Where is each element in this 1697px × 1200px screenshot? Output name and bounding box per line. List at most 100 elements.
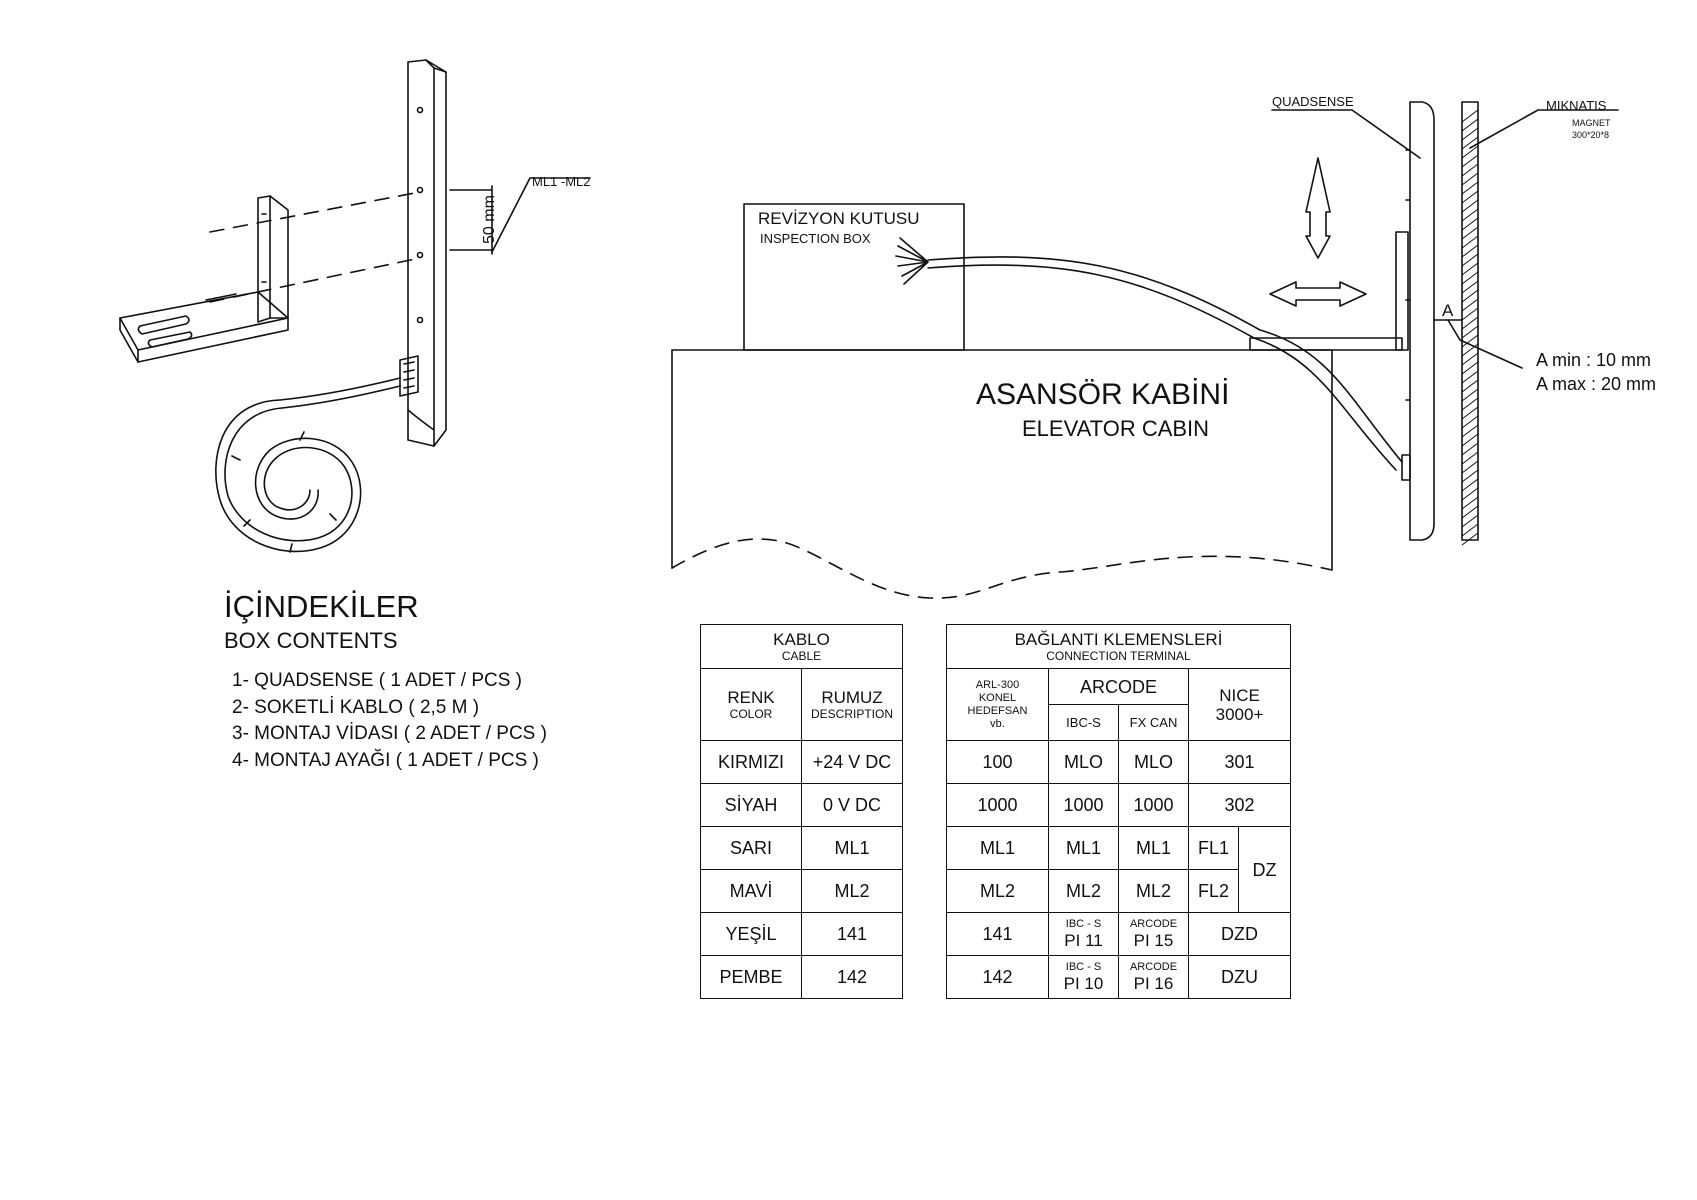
cable-table-header: KABLO CABLE [699,624,904,669]
table-cell: +24 V DC [800,740,904,784]
table-cell: DZU [1187,955,1292,999]
controller-group-header: ARL-300 KONEL HEDEFSAN vb. [946,668,1049,741]
table-cell: 0 V DC [800,783,904,827]
cell-value: PI 10 [1063,974,1104,993]
description-header: RUMUZ DESCRIPTION [800,668,904,741]
arcode-header: ARCODE [1048,668,1189,705]
table-cell: ARCODE PI 15 [1118,912,1189,956]
table-cell: 301 [1187,740,1292,784]
list-item: 3- MONTAJ VİDASI ( 2 ADET / PCS ) [232,723,547,744]
box-contents-title: İÇİNDEKİLER [224,589,419,624]
table-row: ML1 ML1 ML1 FL1 DZ [946,826,1292,913]
table-row: 141 IBC - S PI 11 ARCODE PI 15 DZD [946,912,1292,956]
gap-marker: A [1442,301,1454,320]
table-cell: PEMBE [700,955,802,999]
magnet-hatching [1461,109,1479,546]
table-row: 1000 1000 1000 302 [946,783,1292,827]
cable-table-subtitle: CABLE [781,649,822,663]
table-cell: 1000 [946,783,1049,827]
table-cell: ML1 [946,826,1049,870]
table-cell: FL2 [1188,869,1239,913]
table-cell: 1000 [1048,783,1119,827]
description-header-label: RUMUZ [821,688,883,707]
dimension-50mm-label: 50 mm [481,195,498,244]
box-contents-list: 1- QUADSENSE ( 1 ADET / PCS ) 2- SOKETLİ… [232,668,547,774]
cell-value: PI 16 [1133,974,1174,993]
table-cell: 142 [946,955,1049,999]
cell-value: PI 11 [1064,931,1103,950]
table-row: ML2 ML2 ML2 FL2 [946,869,1291,913]
ibcs-header: IBC-S [1048,704,1119,741]
cell-value: PI 15 [1133,931,1174,950]
table-cell: MLO [1048,740,1119,784]
magnet-label: MIKNATIS [1546,98,1607,113]
cable-table-title: KABLO [773,630,830,649]
table-cell: 141 [800,912,904,956]
table-cell: YEŞİL [700,912,802,956]
cabin-title: ASANSÖR KABİNİ [976,378,1229,411]
table-row: BAĞLANTI KLEMENSLERİ CONNECTION TERMINAL [945,624,1292,669]
controller-name: vb. [990,717,1005,730]
table-cell: MLO [1118,740,1189,784]
table-cell: FL1 [1188,826,1239,870]
magnet-size-label: 300*20*8 [1572,130,1609,140]
box-contents-subtitle: BOX CONTENTS [224,628,398,653]
table-cell: SİYAH [700,783,802,827]
cabin-subtitle: ELEVATOR CABIN [1022,416,1209,441]
table-cell: ML1 [800,826,904,870]
list-item: 2- SOKETLİ KABLO ( 2,5 M ) [232,696,480,718]
table-cell: IBC - S PI 11 [1048,912,1119,956]
description-header-sub: DESCRIPTION [811,707,894,721]
table-cell: ML1 [1048,826,1119,870]
inspection-box-title: REVİZYON KUTUSU [758,209,920,228]
terminal-table: BAĞLANTI KLEMENSLERİ CONNECTION TERMINAL… [945,624,1292,999]
table-cell: 141 [946,912,1049,956]
sensor-isometric [119,59,591,553]
cell-caption: IBC - S [1065,961,1102,973]
ml-leader-label: ML1 -ML2 [532,174,591,189]
terminal-table-subtitle: CONNECTION TERMINAL [1046,649,1191,663]
table-row: 142 IBC - S PI 10 ARCODE PI 16 DZU [946,955,1292,999]
gap-max-label: A max : 20 mm [1536,374,1656,394]
table-row: IBC-S FX CAN [947,704,1291,741]
table-cell: ML2 [946,869,1049,913]
list-item: 4- MONTAJ AYAĞI ( 1 ADET / PCS ) [232,749,539,771]
table-row: ARL-300 KONEL HEDEFSAN vb. ARCODE NICE 3… [946,668,1292,741]
table-cell: DZ [1237,826,1292,913]
color-header-sub: COLOR [729,707,773,721]
cell-caption: ARCODE [1129,918,1178,930]
controller-name: KONEL [978,691,1017,704]
table-cell: DZD [1187,912,1292,956]
table-cell: ML1 [1118,826,1189,870]
table-row: KIRMIZI+24 V DC [700,740,904,784]
nice-header-line: NICE [1219,685,1260,705]
table-cell: ML2 [1048,869,1119,913]
installation-drawing [671,101,1619,599]
cell-caption: ARCODE [1129,961,1178,973]
nice-header-line: 3000+ [1215,704,1264,724]
terminal-table-title: BAĞLANTI KLEMENSLERİ [1014,630,1223,649]
table-cell: ML2 [1118,869,1189,913]
table-cell: 100 [946,740,1049,784]
gap-min-label: A min : 10 mm [1536,350,1651,370]
table-cell: KIRMIZI [700,740,802,784]
table-cell: 142 [800,955,904,999]
controller-name: ARL-300 [975,678,1020,691]
nice-header: NICE 3000+ [1187,668,1292,741]
quadsense-label: QUADSENSE [1272,94,1354,109]
table-row: RENK COLOR RUMUZ DESCRIPTION [700,668,904,741]
terminal-table-header: BAĞLANTI KLEMENSLERİ CONNECTION TERMINAL [945,624,1292,669]
inspection-box-subtitle: INSPECTION BOX [760,231,871,246]
table-cell: 1000 [1118,783,1189,827]
cell-caption: IBC - S [1065,918,1102,930]
cable-table: KABLO CABLE RENK COLOR RUMUZ DESCRIPTION… [699,624,904,999]
table-cell: IBC - S PI 10 [1048,955,1119,999]
table-row: KABLO CABLE [699,624,904,669]
fxcan-header: FX CAN [1118,704,1189,741]
